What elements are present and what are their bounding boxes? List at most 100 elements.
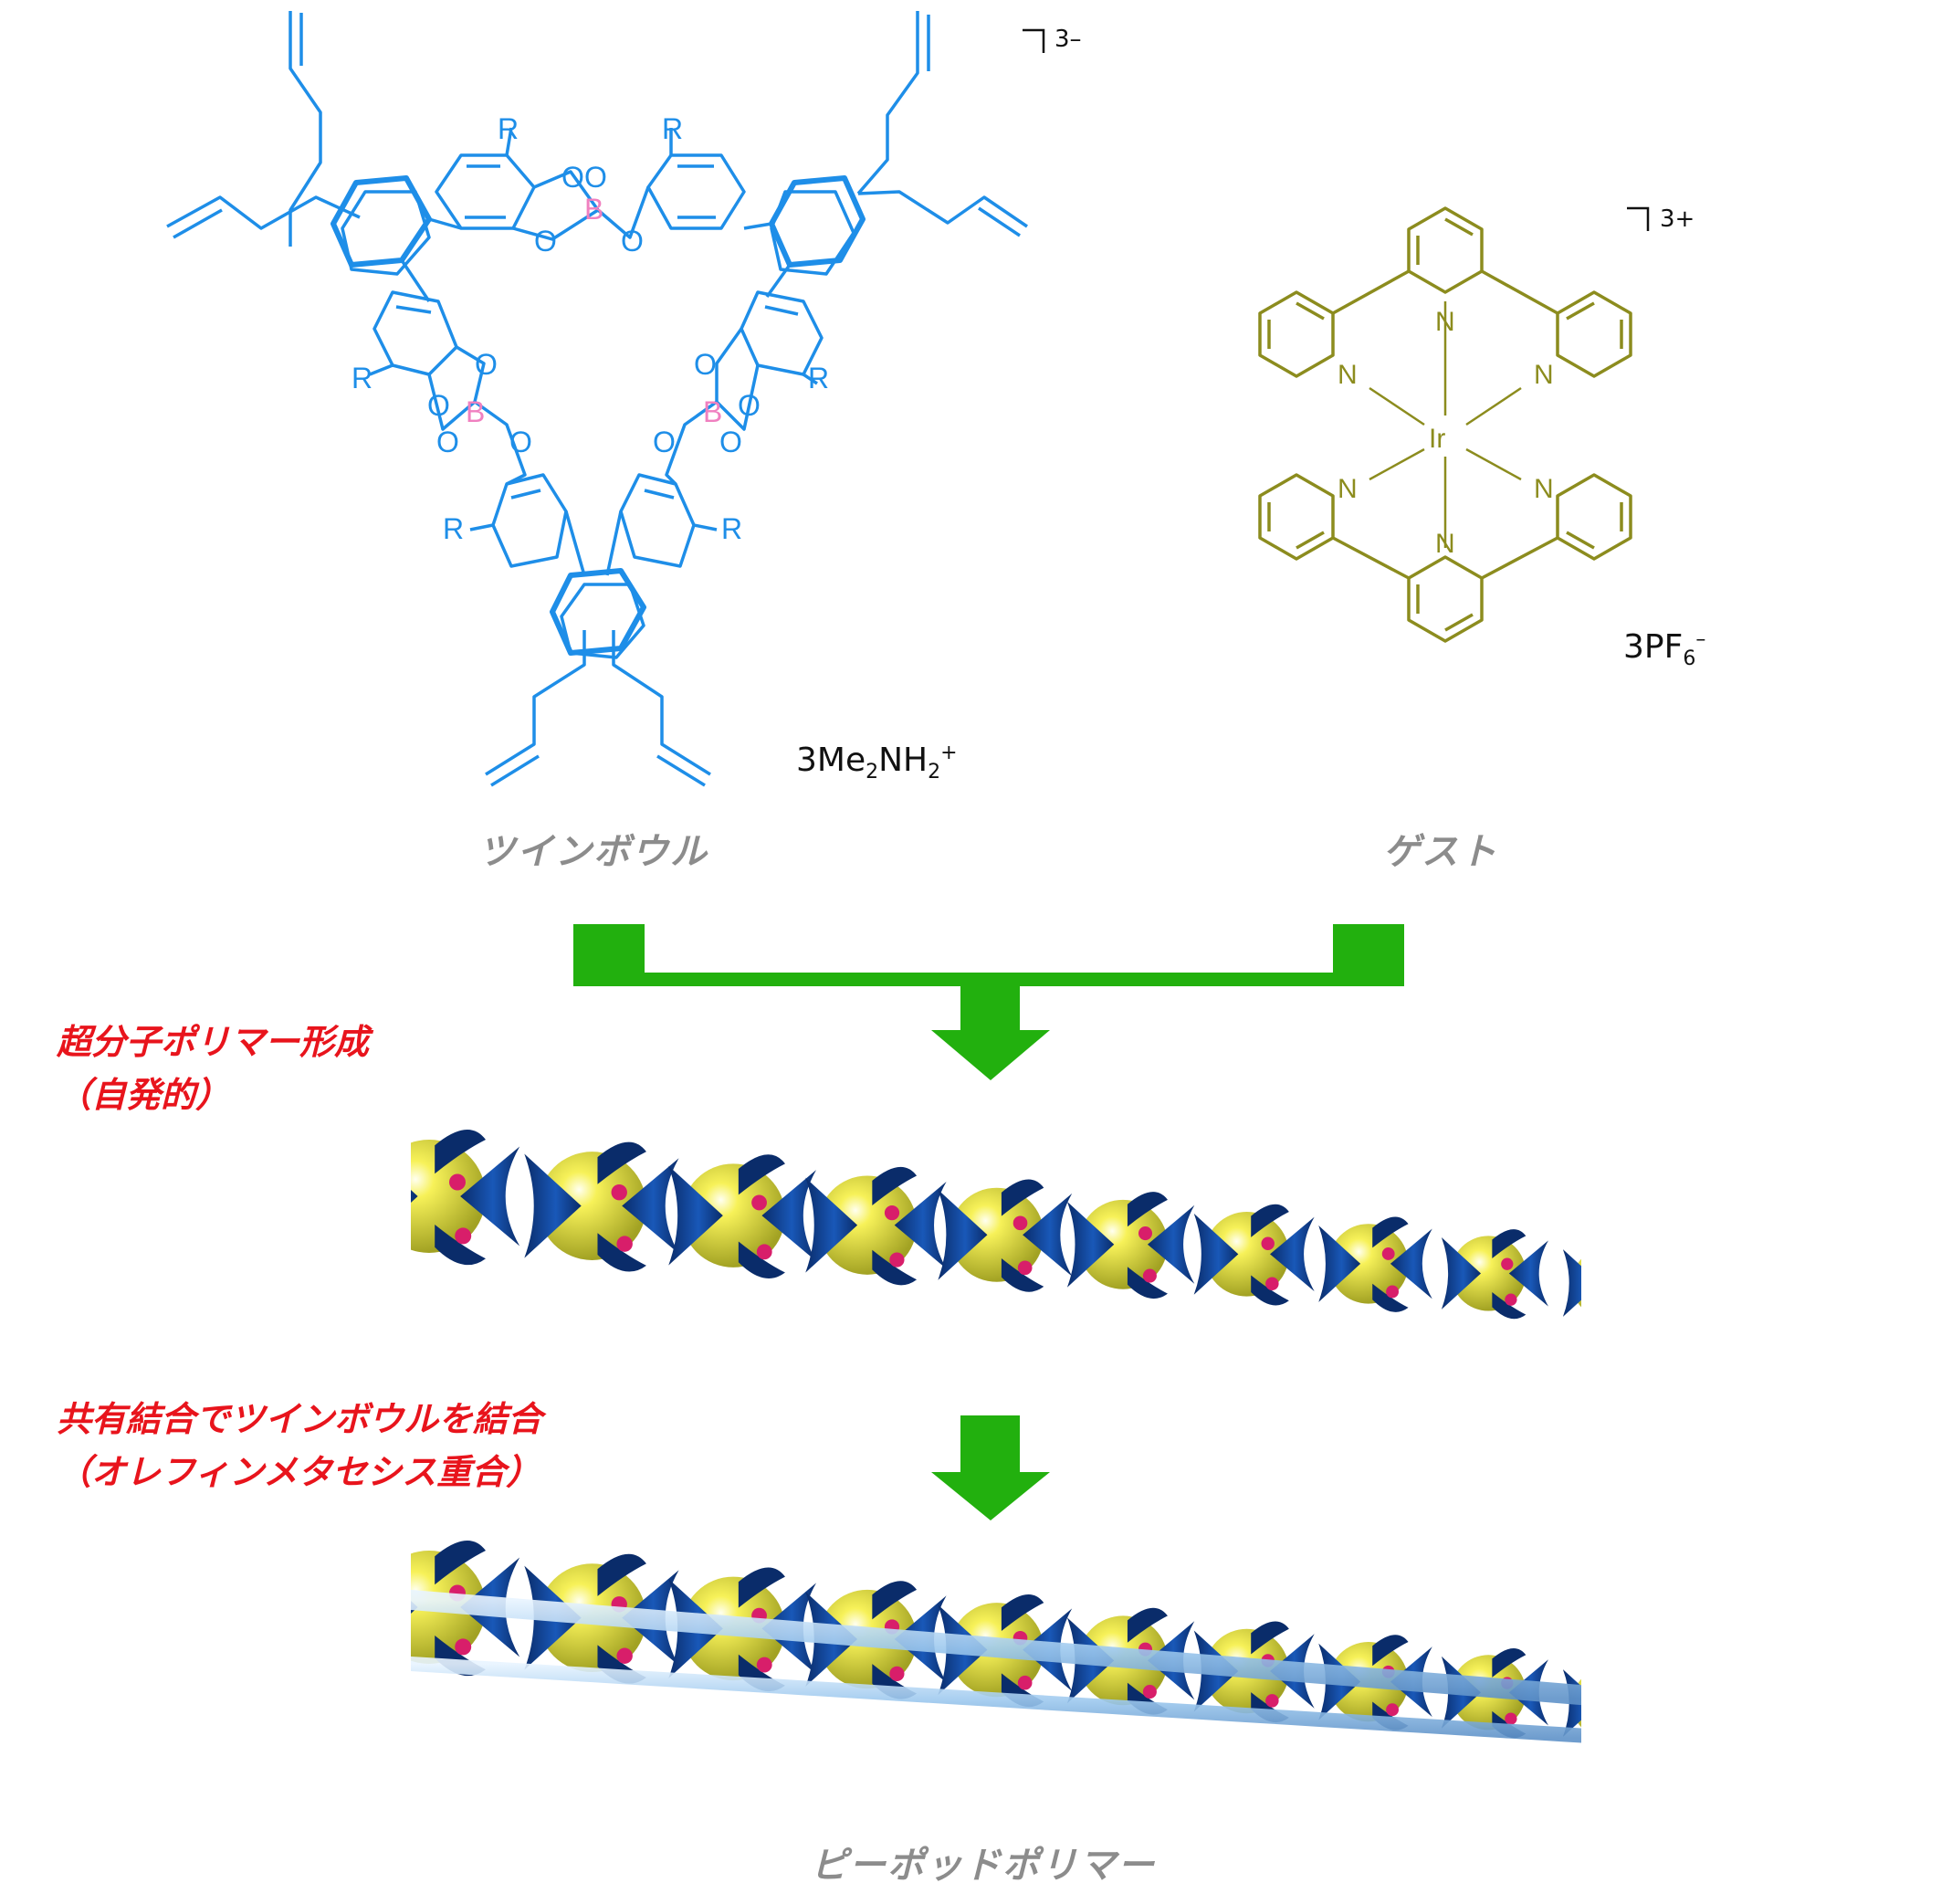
host-bowl xyxy=(1147,1204,1195,1284)
down-arrow-1 xyxy=(931,986,1050,1080)
atom-O: O xyxy=(719,426,742,458)
host-atom-labels: R R R R R R O O O O O O O O O O O O B B … xyxy=(351,112,829,545)
boron-bead xyxy=(455,1638,472,1656)
host-bowl xyxy=(894,1182,947,1269)
bowl-fin xyxy=(1001,1594,1044,1632)
boron-bead xyxy=(751,1194,767,1211)
bowl-fin xyxy=(1611,1242,1642,1269)
bowl-fin xyxy=(1001,1179,1044,1216)
atom-Ir: Ir xyxy=(1429,424,1445,454)
guest-sphere xyxy=(1451,1236,1527,1311)
bowl-fin xyxy=(1127,1192,1168,1227)
host-bowl xyxy=(622,1158,679,1254)
boron-bead xyxy=(1017,1675,1033,1690)
host-name-label: ツインボウル xyxy=(478,831,708,873)
atom-O: O xyxy=(534,225,557,258)
merge-connector xyxy=(573,924,1404,986)
boron-bead xyxy=(1138,1226,1153,1241)
host-bowl xyxy=(1626,1672,1663,1734)
host-charge: 3– xyxy=(1054,26,1082,53)
atom-O: O xyxy=(436,426,459,458)
down-arrow-2 xyxy=(931,1415,1050,1520)
guest-charge: 3+ xyxy=(1660,205,1695,233)
atom-N: N xyxy=(1435,307,1455,337)
boron-bead xyxy=(1142,1685,1157,1699)
host-bowl xyxy=(411,1601,418,1614)
guest-name-label: ゲスト xyxy=(1383,831,1498,873)
guest-sphere xyxy=(681,1163,785,1268)
bowl-fin xyxy=(1611,1720,1642,1745)
atom-R: R xyxy=(808,362,829,394)
bowl-fin xyxy=(1492,1647,1527,1678)
bowl-fin xyxy=(738,1154,785,1195)
peapod-polymer-render xyxy=(411,1540,1663,1745)
host-bowl xyxy=(1390,1228,1432,1299)
boron-bead xyxy=(1261,1236,1275,1250)
atom-N: N xyxy=(1338,474,1358,504)
boron-bead xyxy=(1505,1293,1517,1306)
boron-bead xyxy=(1386,1285,1400,1299)
bowl-fin xyxy=(738,1567,785,1608)
host-bowl xyxy=(460,1146,520,1247)
guest-sphere xyxy=(1204,1212,1289,1297)
guest-sphere xyxy=(950,1187,1044,1282)
host-bowl xyxy=(1066,1201,1115,1288)
guest-sphere xyxy=(538,1152,646,1260)
boron-bead xyxy=(1386,1703,1400,1717)
host-bowl xyxy=(1193,1213,1239,1295)
twin-bowl-structure xyxy=(166,11,1028,787)
atom-R: R xyxy=(351,362,372,394)
boron-bead xyxy=(455,1227,472,1245)
bowl-fin xyxy=(1001,1257,1044,1292)
bowl-fin xyxy=(1372,1216,1409,1248)
bowl-fin xyxy=(1611,1300,1642,1325)
atom-O: O xyxy=(509,426,532,458)
bowl-fin xyxy=(597,1233,646,1272)
atom-B: B xyxy=(703,395,722,428)
host-bowl xyxy=(1270,1216,1315,1292)
host-bowl xyxy=(805,1177,858,1273)
host-bowl xyxy=(524,1153,582,1258)
atom-O: O xyxy=(621,225,644,258)
boron-bead xyxy=(889,1252,905,1268)
boron-bead xyxy=(1017,1260,1033,1276)
bowl-fin xyxy=(597,1553,646,1596)
boron-bead xyxy=(1265,1694,1279,1708)
host-bowl xyxy=(1318,1225,1361,1302)
boron-bead xyxy=(1142,1268,1157,1283)
guest-charge-bracket xyxy=(1627,206,1650,231)
covalent-linker-band xyxy=(411,1657,1581,1743)
boron-bead xyxy=(616,1647,633,1664)
atom-O: O xyxy=(475,348,498,381)
bowl-fin xyxy=(435,1225,486,1266)
guest-counterion: 3PF6– xyxy=(1623,628,1706,671)
bowl-fin xyxy=(1611,1662,1642,1689)
host-counterion: 3Me2NH2+ xyxy=(796,742,958,784)
bowl-fin xyxy=(1251,1275,1289,1306)
guest-sphere xyxy=(411,1140,486,1253)
guest-structure xyxy=(1258,206,1632,643)
bowl-fin xyxy=(738,1241,785,1278)
supramolecular-polymer-render xyxy=(411,1129,1642,1325)
atom-R: R xyxy=(662,112,683,145)
bowl-fin xyxy=(1251,1204,1289,1237)
boron-bead xyxy=(1622,1302,1634,1314)
atom-O: O xyxy=(694,348,717,381)
host-bowl xyxy=(761,1170,817,1262)
boron-bead xyxy=(884,1205,900,1221)
atom-R: R xyxy=(498,112,519,145)
host-bowl xyxy=(938,1189,988,1280)
atom-O: O xyxy=(427,389,450,422)
boron-bead xyxy=(1265,1277,1279,1290)
atom-R: R xyxy=(443,512,464,545)
atom-N: N xyxy=(1338,360,1358,390)
guest-sphere xyxy=(817,1175,918,1275)
bowl-fin xyxy=(872,1249,918,1286)
guest-sphere xyxy=(1571,1258,1581,1308)
guest-sphere xyxy=(1328,1224,1409,1304)
bowl-fin xyxy=(435,1129,486,1174)
covalent-linker-band xyxy=(411,1590,1581,1706)
boron-bead xyxy=(449,1173,466,1191)
host-bowl xyxy=(411,1190,418,1203)
